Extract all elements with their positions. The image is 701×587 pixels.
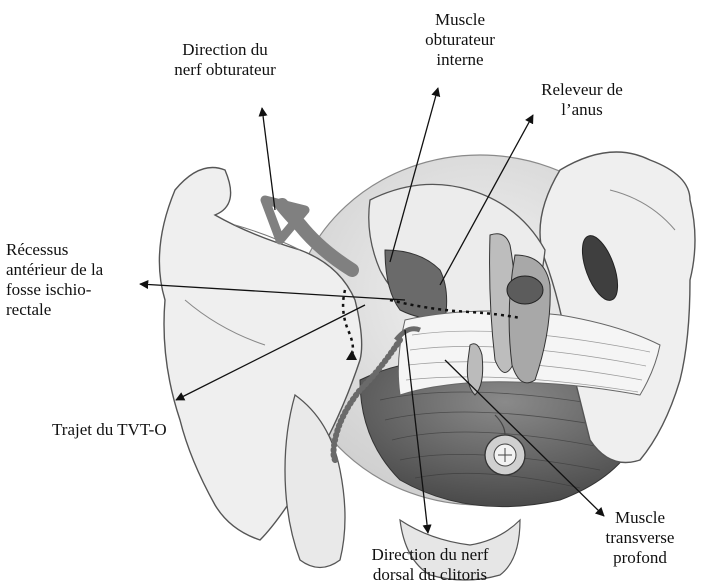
label-direction-nerf-obturateur: Direction du nerf obturateur — [150, 40, 300, 80]
label-releveur-anus: Releveur de l’anus — [522, 80, 642, 120]
label-muscle-obturateur-interne: Muscle obturateur interne — [405, 10, 515, 70]
label-recessus: Récessus antérieur de la fosse ischio- r… — [6, 240, 146, 320]
label-muscle-transverse-profond: Muscle transverse profond — [585, 508, 695, 568]
label-trajet-tvt-o: Trajet du TVT-O — [52, 420, 212, 440]
leader-nerf-obturateur — [262, 108, 275, 210]
label-direction-nerf-dorsal: Direction du nerf dorsal du clitoris — [345, 545, 515, 585]
vaginal-opening — [507, 276, 543, 304]
